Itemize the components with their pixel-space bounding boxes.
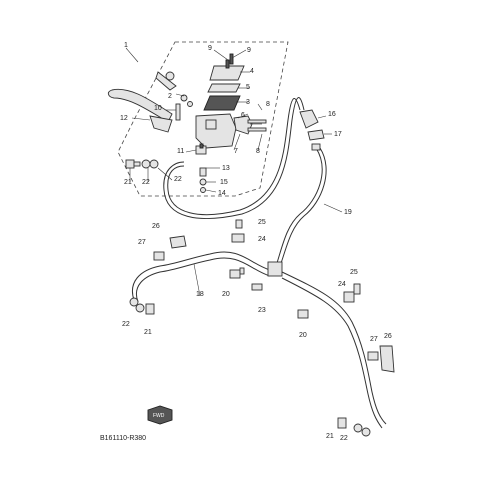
union-bolt-21-left	[125, 159, 141, 169]
fwd-arrow-icon: FWD	[147, 405, 173, 425]
lever-boot-kit	[155, 71, 193, 107]
bolt-23	[251, 283, 263, 291]
callout-c4: 4	[250, 68, 254, 75]
bolt-25-right	[353, 283, 361, 295]
callout-c20b: 20	[299, 332, 307, 339]
callout-c15: 15	[220, 179, 228, 186]
callout-c26a: 26	[152, 223, 160, 230]
grommet-24-right	[343, 291, 355, 303]
callout-c23: 23	[258, 307, 266, 314]
copper-washers-22-right	[353, 423, 371, 437]
three-way-joint	[267, 261, 283, 277]
callout-c7: 7	[234, 148, 238, 155]
brake-hose-right	[281, 271, 387, 425]
callout-c25a: 25	[258, 219, 266, 226]
callout-c9b: 9	[247, 47, 251, 54]
callout-c25b: 25	[350, 269, 358, 276]
bolt-25-center	[235, 219, 243, 229]
callout-c24b: 24	[338, 281, 346, 288]
callout-c18: 18	[196, 291, 204, 298]
callout-c27b: 27	[370, 336, 378, 343]
clamp-26-right	[379, 345, 395, 373]
reservoir-cap	[209, 53, 245, 81]
bleeder-20-center	[229, 267, 245, 279]
callout-c2: 2	[168, 93, 172, 100]
brake-hose-18	[132, 251, 271, 301]
callout-c20a: 20	[222, 291, 230, 298]
diaphragm-plate	[207, 83, 241, 93]
brake-hose-upper	[167, 98, 301, 216]
callout-c24a: 24	[258, 236, 266, 243]
callout-c17: 17	[334, 131, 342, 138]
callout-c22d: 22	[340, 435, 348, 442]
brake-hose-upper-inner	[163, 97, 305, 219]
callout-c1: 1	[124, 42, 128, 49]
callout-c6: 6	[241, 112, 245, 119]
callout-c13: 13	[222, 165, 230, 172]
callout-c16: 16	[328, 111, 336, 118]
callout-c21b: 21	[144, 329, 152, 336]
union-bolt-21-lower-left	[145, 303, 155, 315]
master-cylinder-body	[195, 113, 237, 149]
pipe-end-19	[311, 143, 321, 151]
callout-c22b: 22	[174, 176, 182, 183]
clamp-27-left	[153, 251, 165, 261]
callout-c19: 19	[344, 209, 352, 216]
clamp-26-left	[169, 235, 187, 249]
bracket-17	[307, 129, 325, 141]
fwd-label: FWD	[153, 413, 165, 419]
callout-c11: 11	[177, 148, 184, 155]
callout-c9a: 9	[208, 45, 212, 52]
brake-lever	[107, 88, 173, 133]
brake-hose-right-inner	[281, 277, 383, 429]
union-bolt-21-lower-right	[337, 417, 347, 429]
callout-c8a: 8	[266, 101, 270, 108]
holder-clamp	[233, 115, 267, 135]
callout-c5: 5	[246, 84, 250, 91]
master-cylinder-group-outline	[117, 41, 289, 197]
copper-washers-22-left	[129, 297, 145, 313]
callout-c26b: 26	[384, 333, 392, 340]
callout-c21c: 21	[326, 433, 334, 440]
brake-pipe-19	[275, 147, 323, 267]
callout-c27a: 27	[138, 239, 146, 246]
diagram-code: B161110-R380	[100, 435, 146, 442]
diaphragm	[203, 95, 241, 111]
callout-c14: 14	[218, 190, 226, 197]
union-bolt-upper	[199, 167, 207, 193]
brake-pipe-19-inner	[279, 147, 327, 267]
callout-c22a: 22	[142, 179, 150, 186]
leader-lines	[125, 47, 343, 297]
lever-pivot-bolt	[175, 103, 181, 121]
grommet-24-center	[231, 233, 245, 243]
brake-hose-18-inner	[136, 257, 271, 303]
copper-washers-22-upper	[141, 159, 159, 169]
callout-c22c: 22	[122, 321, 130, 328]
clamp-27-right	[367, 351, 379, 361]
callout-c8b: 8	[256, 148, 260, 155]
callout-c21a: 21	[124, 179, 132, 186]
bleeder-20-right	[297, 309, 309, 319]
callout-c12: 12	[120, 115, 128, 122]
hose-fitting-16	[299, 109, 319, 129]
callout-c3: 3	[246, 99, 250, 106]
callout-c10: 10	[154, 105, 162, 112]
